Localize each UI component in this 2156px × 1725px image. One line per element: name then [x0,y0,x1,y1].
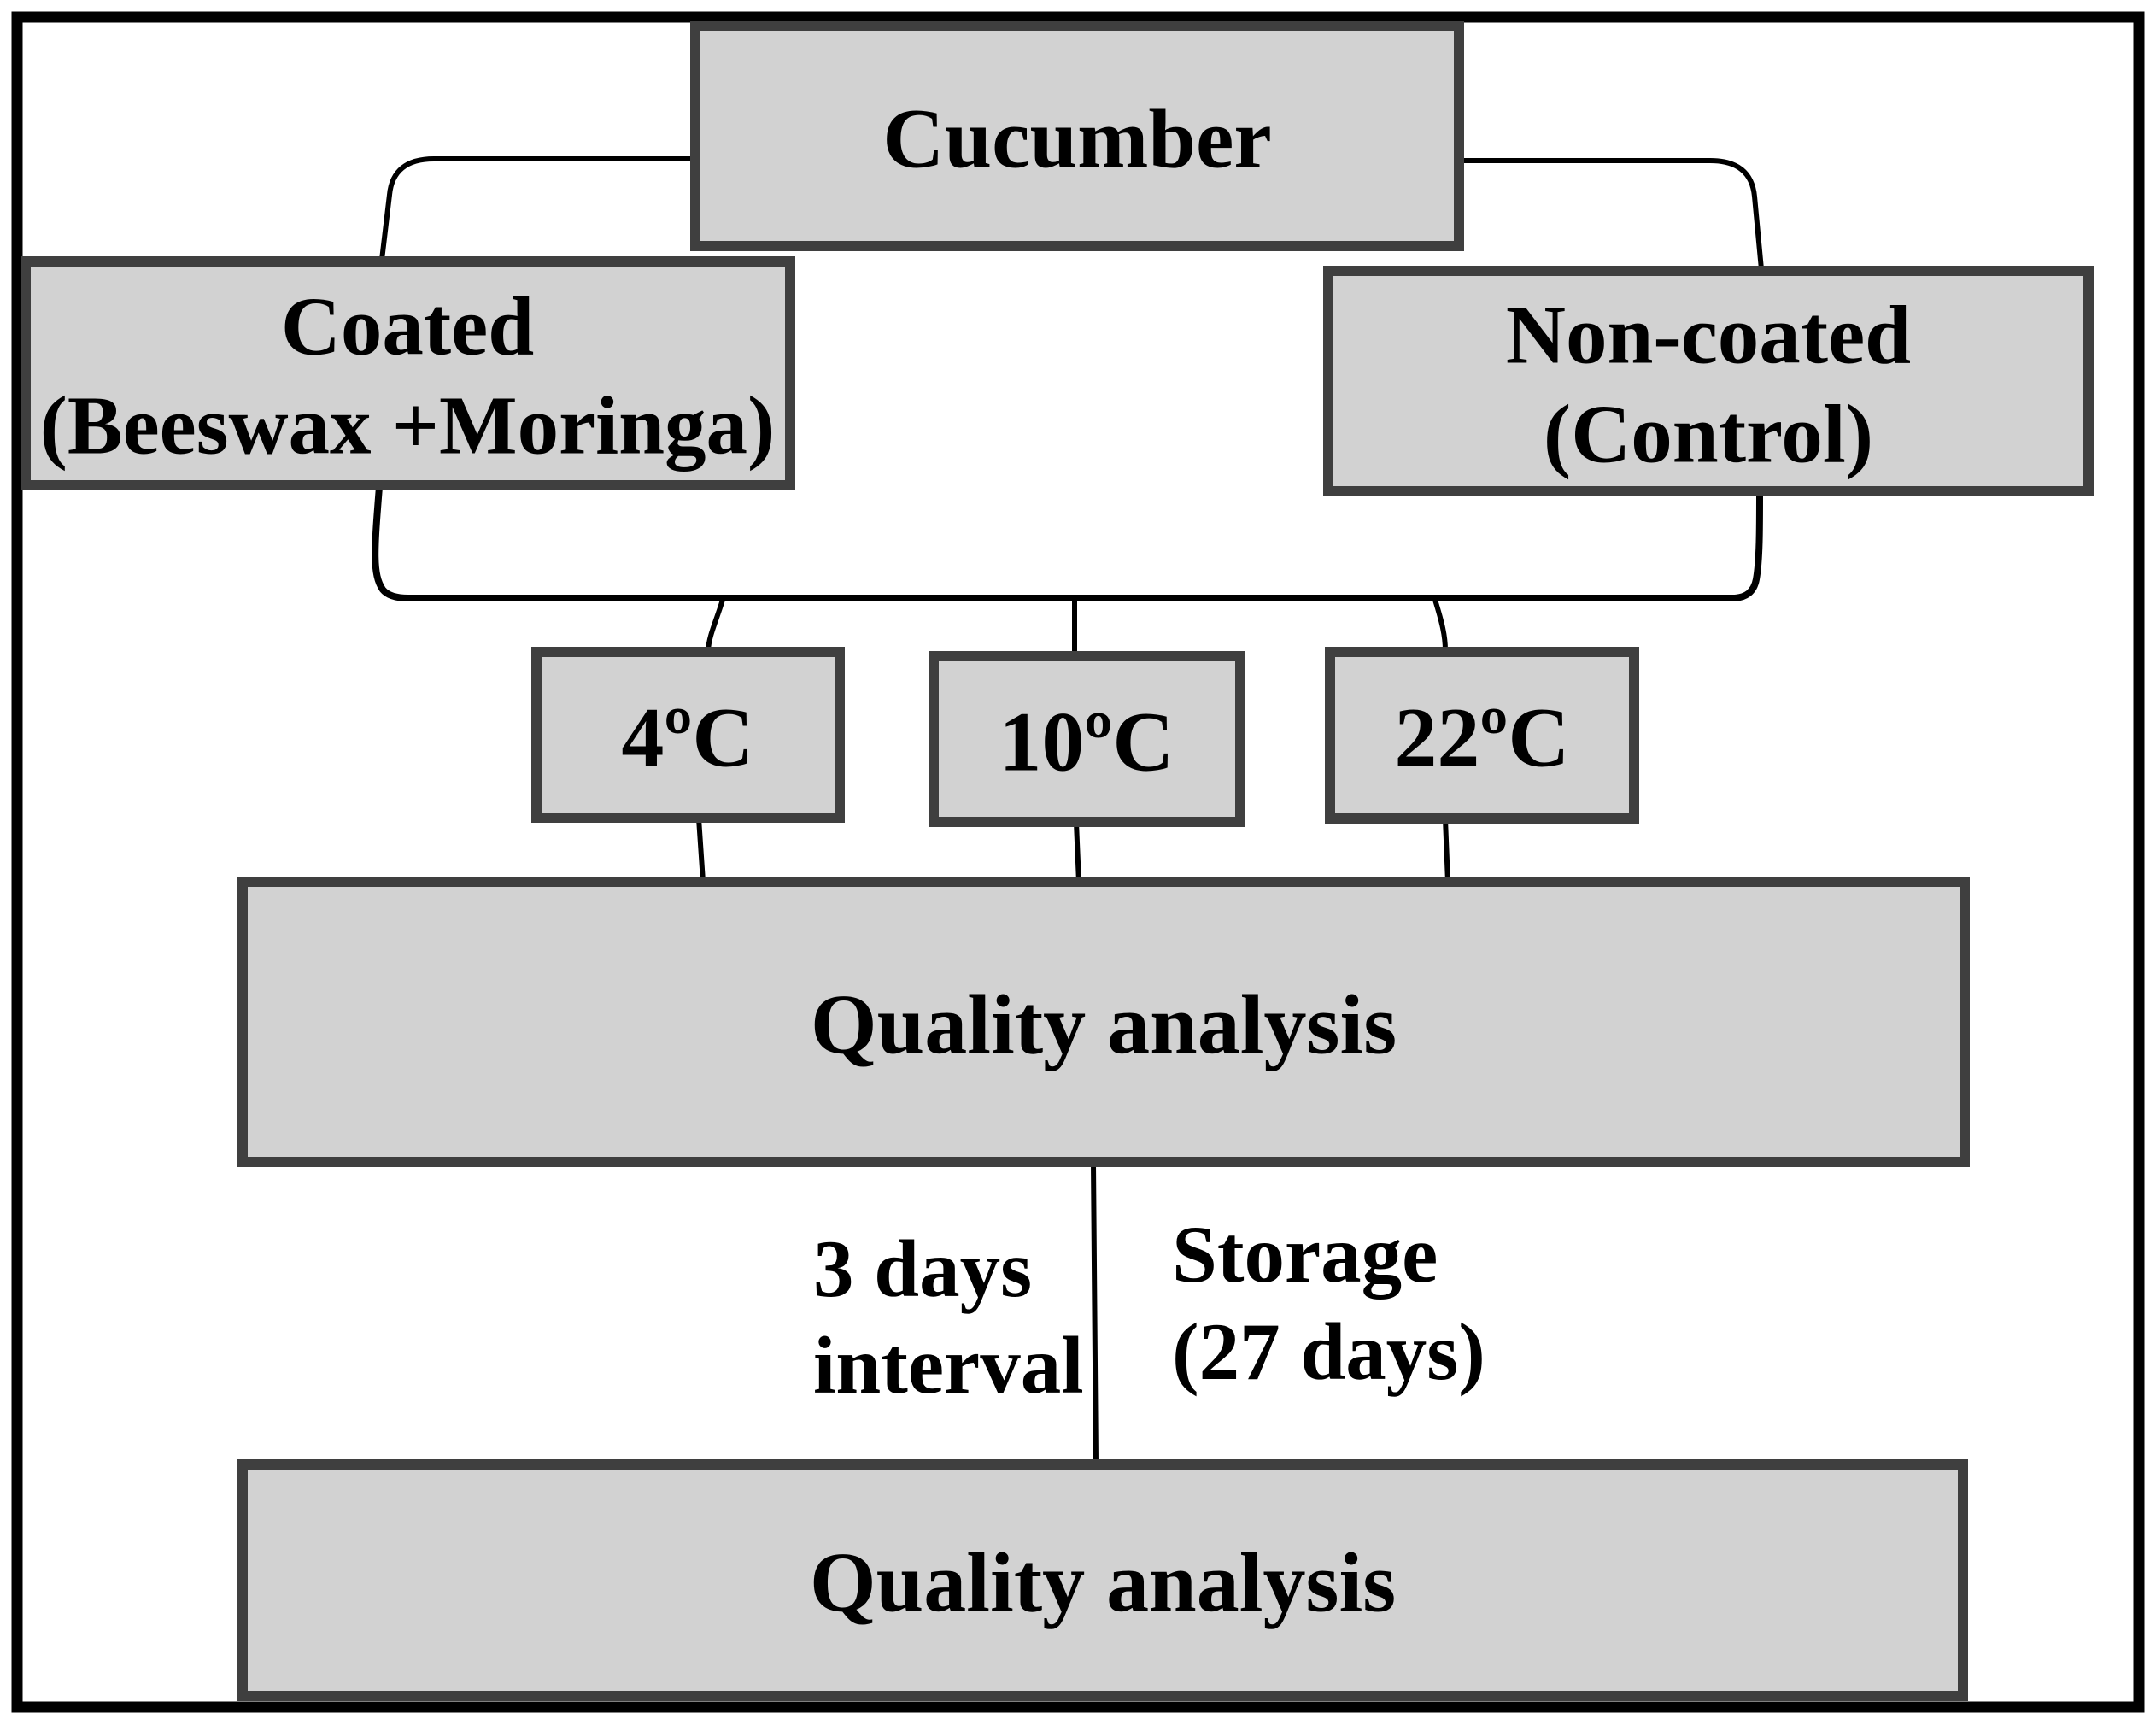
noncoated-node: Non-coated (Control) [1323,266,2094,496]
cucumber-label: Cucumber [882,91,1272,186]
noncoated-label-line2: (Control) [1544,389,1873,480]
connector-to-22c [1432,597,1448,653]
quality-analysis-bottom-node: Quality analysis [237,1459,1968,1701]
interval-label-line1: 3 days [813,1223,1032,1314]
quality-analysis-bottom-box [237,1459,1968,1701]
cucumber-box [690,21,1464,251]
connector-10c-to-quality [1074,820,1081,884]
quality-analysis-top-node: Quality analysis [237,877,1970,1167]
quality-analysis-top-box [237,877,1970,1167]
coated-box [21,256,795,490]
coated-label-line1: Coated [281,281,534,373]
coated-label-line2: (Beeswax +Moringa) [40,380,776,472]
storage-label-line1: Storage [1172,1209,1438,1300]
temperature-node-4c: 4ºC [531,647,845,823]
temperature-node-10c: 10ºC [929,651,1245,827]
connector-4c-to-quality [696,816,706,884]
temp-22c-label: 22ºC [1394,690,1569,785]
quality-analysis-top-label: Quality analysis [811,977,1397,1072]
temperature-node-22c: 22ºC [1325,647,1639,824]
connectors [372,156,1764,1465]
quality-analysis-bottom-label: Quality analysis [810,1535,1396,1630]
connector-storage-line [1091,1161,1099,1465]
storage-label-line2: (27 days) [1172,1306,1485,1397]
temp-10c-box [929,651,1245,827]
noncoated-box [1323,266,2094,496]
interval-label-line2: interval [813,1320,1084,1411]
connector-collector-line [372,484,1763,601]
connector-cucumber-to-coated [379,156,696,262]
noncoated-label-line1: Non-coated [1506,290,1911,381]
connector-to-4c [706,597,725,653]
coated-node: Coated (Beeswax +Moringa) [21,256,795,490]
temp-4c-box [531,647,845,823]
connector-22c-to-quality [1443,817,1450,884]
temp-22c-box [1325,647,1639,824]
cucumber-node: Cucumber [690,21,1464,251]
connector-cucumber-to-noncoated [1458,158,1764,272]
temp-4c-label: 4ºC [621,690,753,785]
temp-10c-label: 10ºC [999,695,1174,789]
outer-frame [11,11,2145,1713]
storage-annotations: 3 days interval Storage (27 days) [813,1209,1485,1411]
